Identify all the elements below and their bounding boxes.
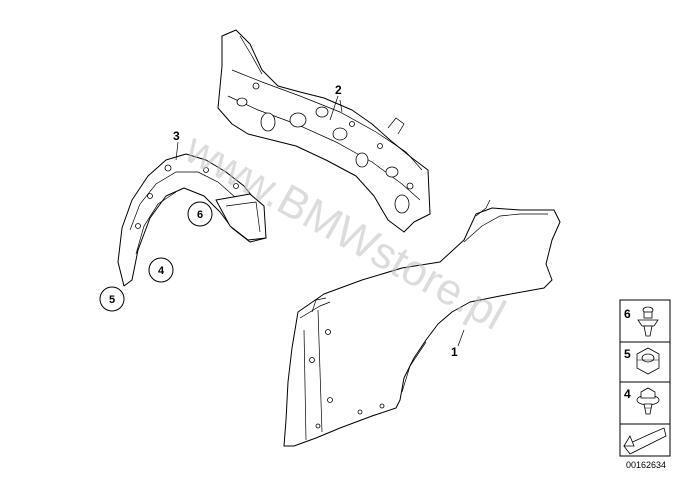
callout-rear-panel: 2 xyxy=(335,83,342,97)
circle-callout-5: 5 xyxy=(99,286,125,312)
leader-line-2 xyxy=(329,95,339,121)
circle-callout-4: 4 xyxy=(148,257,174,283)
diagram-id: 00162634 xyxy=(626,460,666,470)
circle-callout-6: 6 xyxy=(187,201,213,227)
flange-nut-icon xyxy=(636,387,660,415)
hex-nut-icon xyxy=(636,347,660,375)
direction-arrow-icon xyxy=(623,427,667,455)
wheel-arch-liner-part xyxy=(117,153,267,287)
legend-label-4: 4 xyxy=(624,387,631,401)
legend-panel: 6 5 4 xyxy=(619,299,671,457)
legend-label-5: 5 xyxy=(624,347,631,361)
side-panel-part xyxy=(283,199,561,447)
svg-text:6: 6 xyxy=(197,209,203,221)
leader-line-1 xyxy=(457,329,465,347)
rear-panel-part xyxy=(217,29,431,233)
legend-label-6: 6 xyxy=(624,307,631,321)
push-rivet-icon xyxy=(637,306,659,337)
callout-side-panel: 1 xyxy=(451,345,458,359)
svg-text:5: 5 xyxy=(109,294,115,306)
callout-wheel-arch: 3 xyxy=(173,129,180,143)
leader-line-3 xyxy=(175,141,179,161)
svg-text:4: 4 xyxy=(158,265,165,277)
